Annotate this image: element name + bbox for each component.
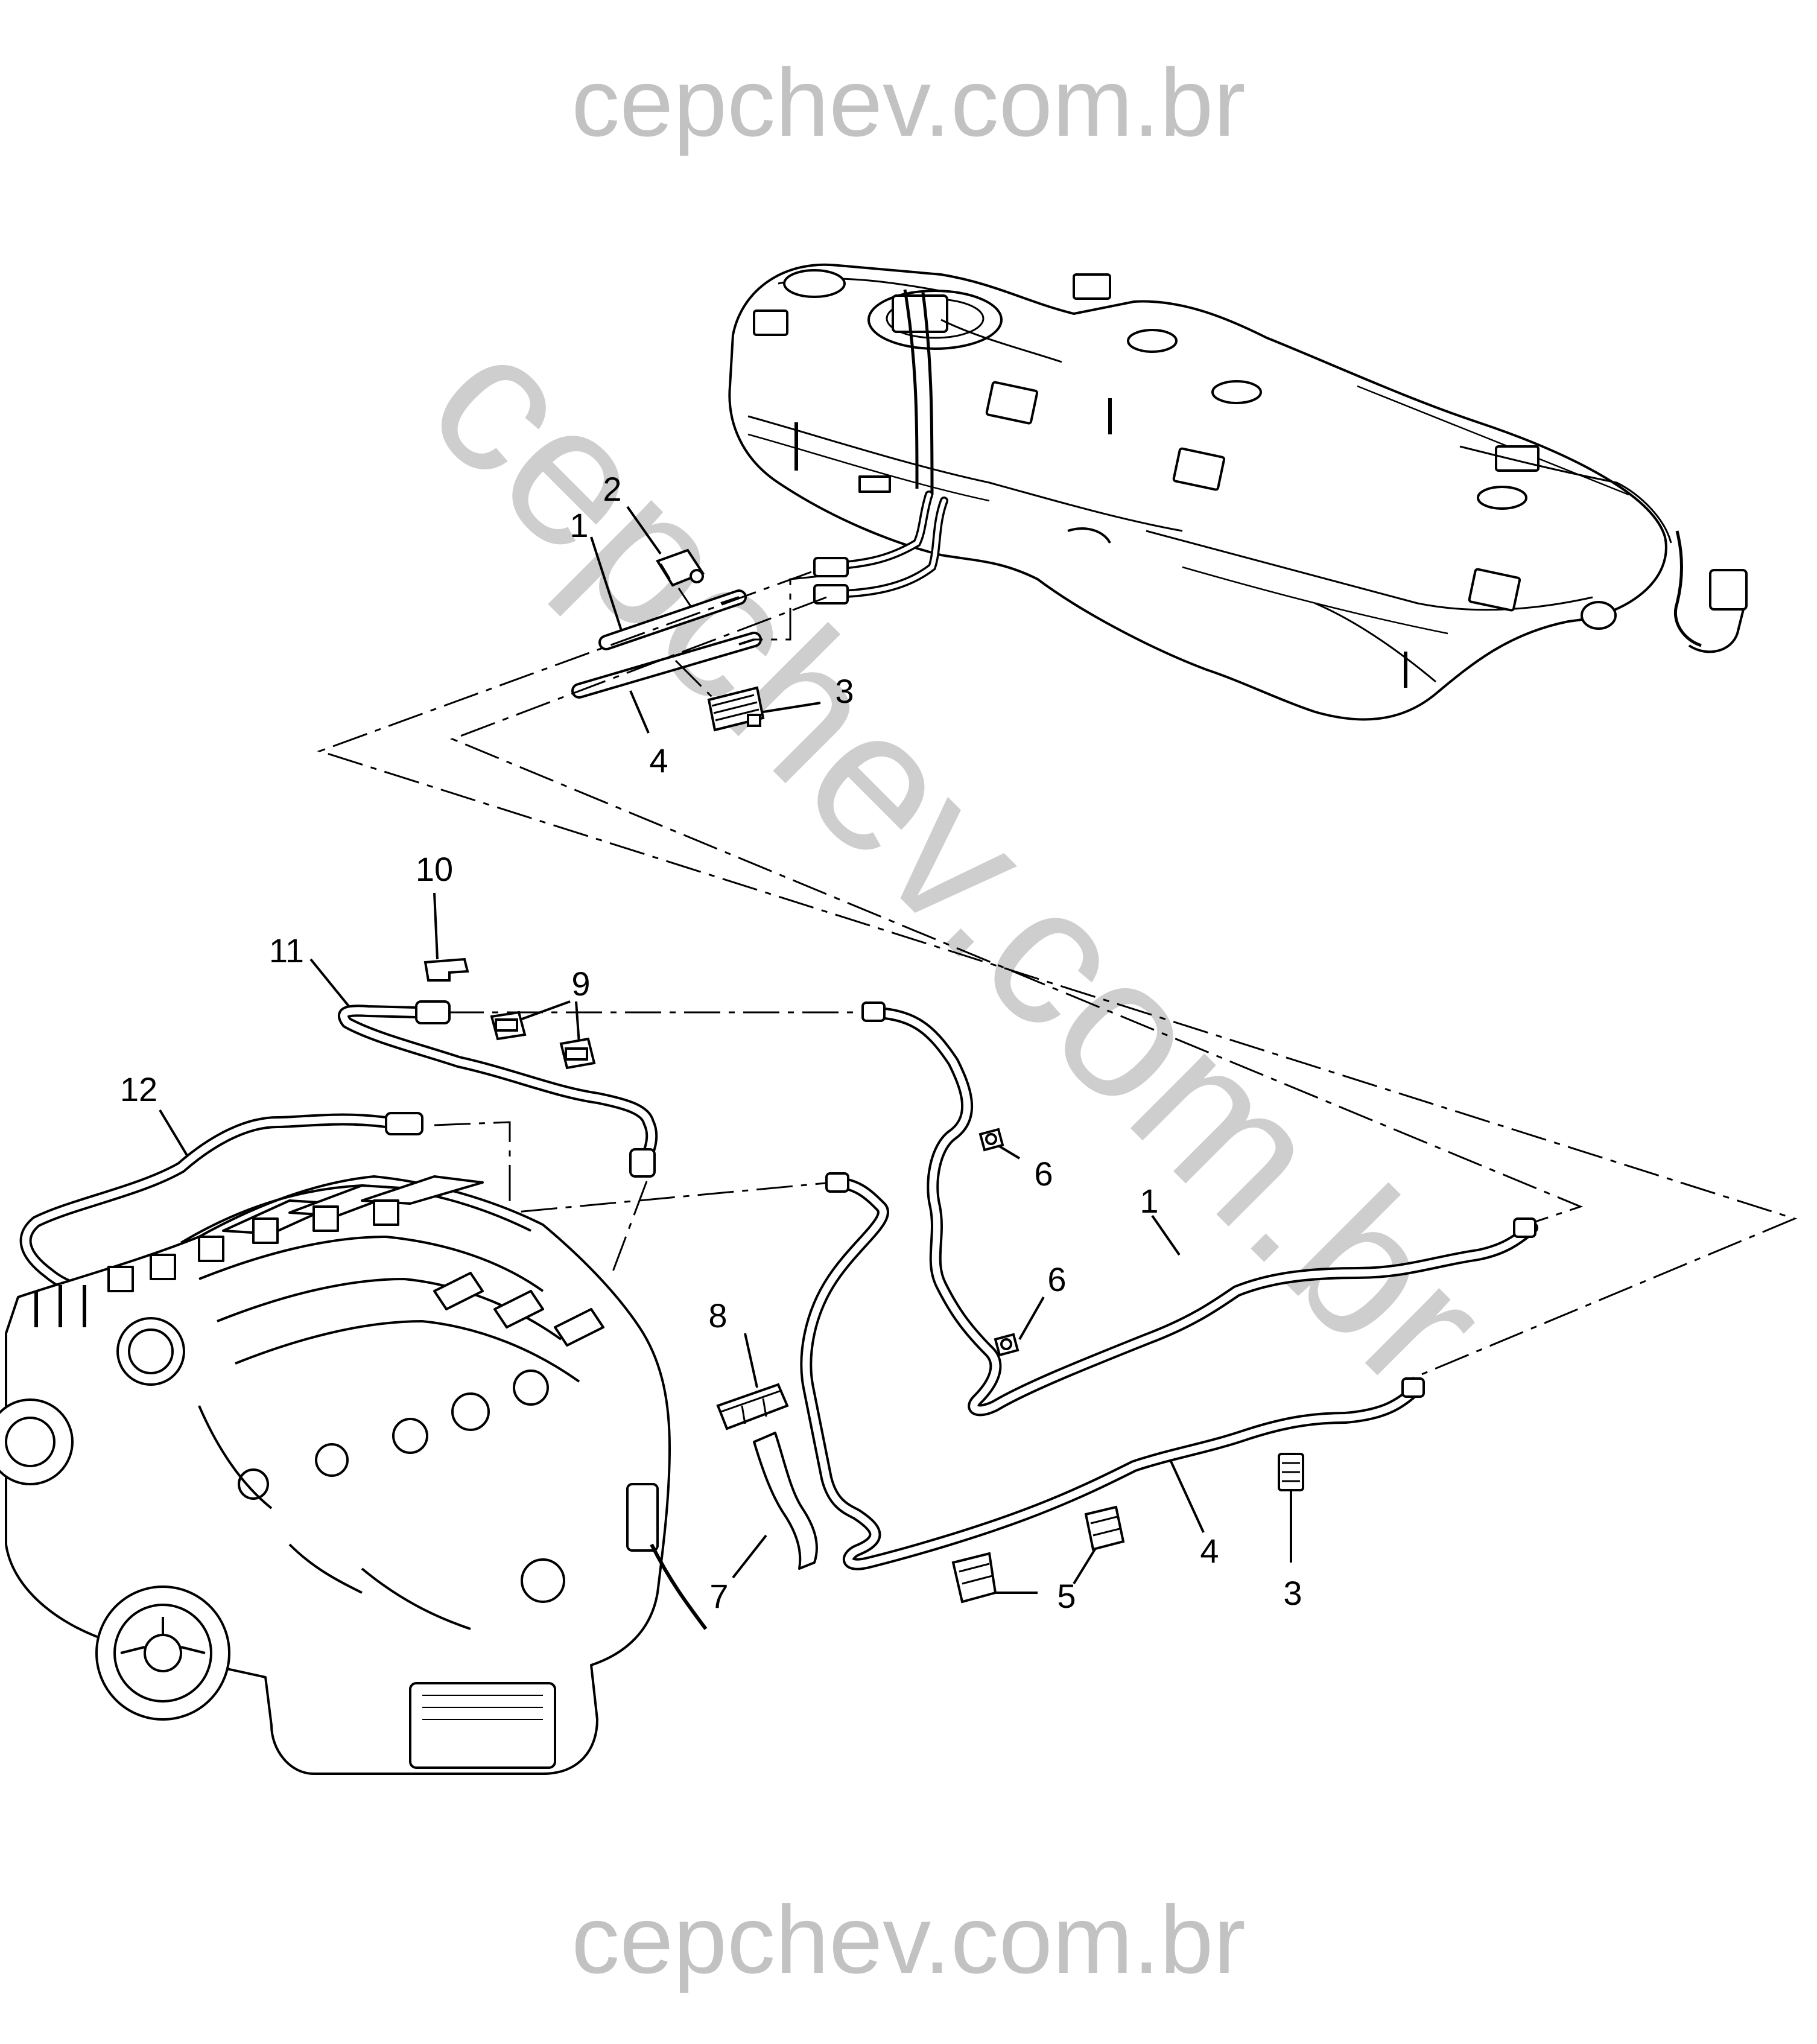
part-11-pipe — [338, 1000, 658, 1178]
part-3-connector-upper — [707, 686, 765, 732]
callout-4-lower: 4 — [1200, 1532, 1219, 1570]
callout-12: 12 — [120, 1070, 157, 1108]
callout-3-lower: 3 — [1283, 1574, 1302, 1612]
part-6-clips — [978, 1128, 1019, 1357]
callout-7: 7 — [709, 1577, 728, 1615]
engine-assembly — [0, 1175, 708, 1775]
part-4-vapor-pipe-upper — [571, 632, 762, 699]
callout-11: 11 — [269, 932, 304, 970]
part-7-shield — [753, 1432, 818, 1570]
part-9-clips — [490, 1011, 596, 1070]
callout-2: 2 — [603, 470, 621, 508]
callout-8: 8 — [708, 1297, 727, 1335]
part-5-clips — [951, 1505, 1125, 1604]
part-4-vapor-pipe-lower — [800, 1172, 1425, 1570]
watermark-bottom: cepchev.com.br — [571, 1885, 1246, 1993]
callout-10: 10 — [416, 850, 453, 888]
callout-1-lower: 1 — [1140, 1182, 1158, 1220]
callout-3-upper: 3 — [835, 672, 854, 710]
callout-6-upper: 6 — [1034, 1155, 1053, 1193]
tank-quick-connectors — [813, 557, 849, 605]
part-1-feed-pipe-lower — [861, 1001, 1538, 1417]
callout-6-lower: 6 — [1047, 1260, 1066, 1298]
part-8-clip — [716, 1383, 789, 1430]
part-3-connector-lower — [1278, 1453, 1304, 1491]
callout-4-upper: 4 — [649, 741, 668, 779]
tank-outlet-lines — [816, 490, 948, 598]
callout-1-upper: 1 — [569, 506, 588, 544]
callout-labels: 1 2 3 4 10 11 9 12 6 6 1 8 7 5 4 3 — [120, 470, 1302, 1615]
part-1-feed-pipe-upper — [598, 589, 747, 650]
fuel-tank — [728, 263, 1748, 721]
part-10-clip — [423, 957, 469, 982]
callout-5: 5 — [1057, 1577, 1076, 1615]
part-2-clip — [655, 548, 705, 587]
watermark-top: cepchev.com.br — [571, 48, 1246, 156]
callout-9: 9 — [571, 965, 590, 1003]
